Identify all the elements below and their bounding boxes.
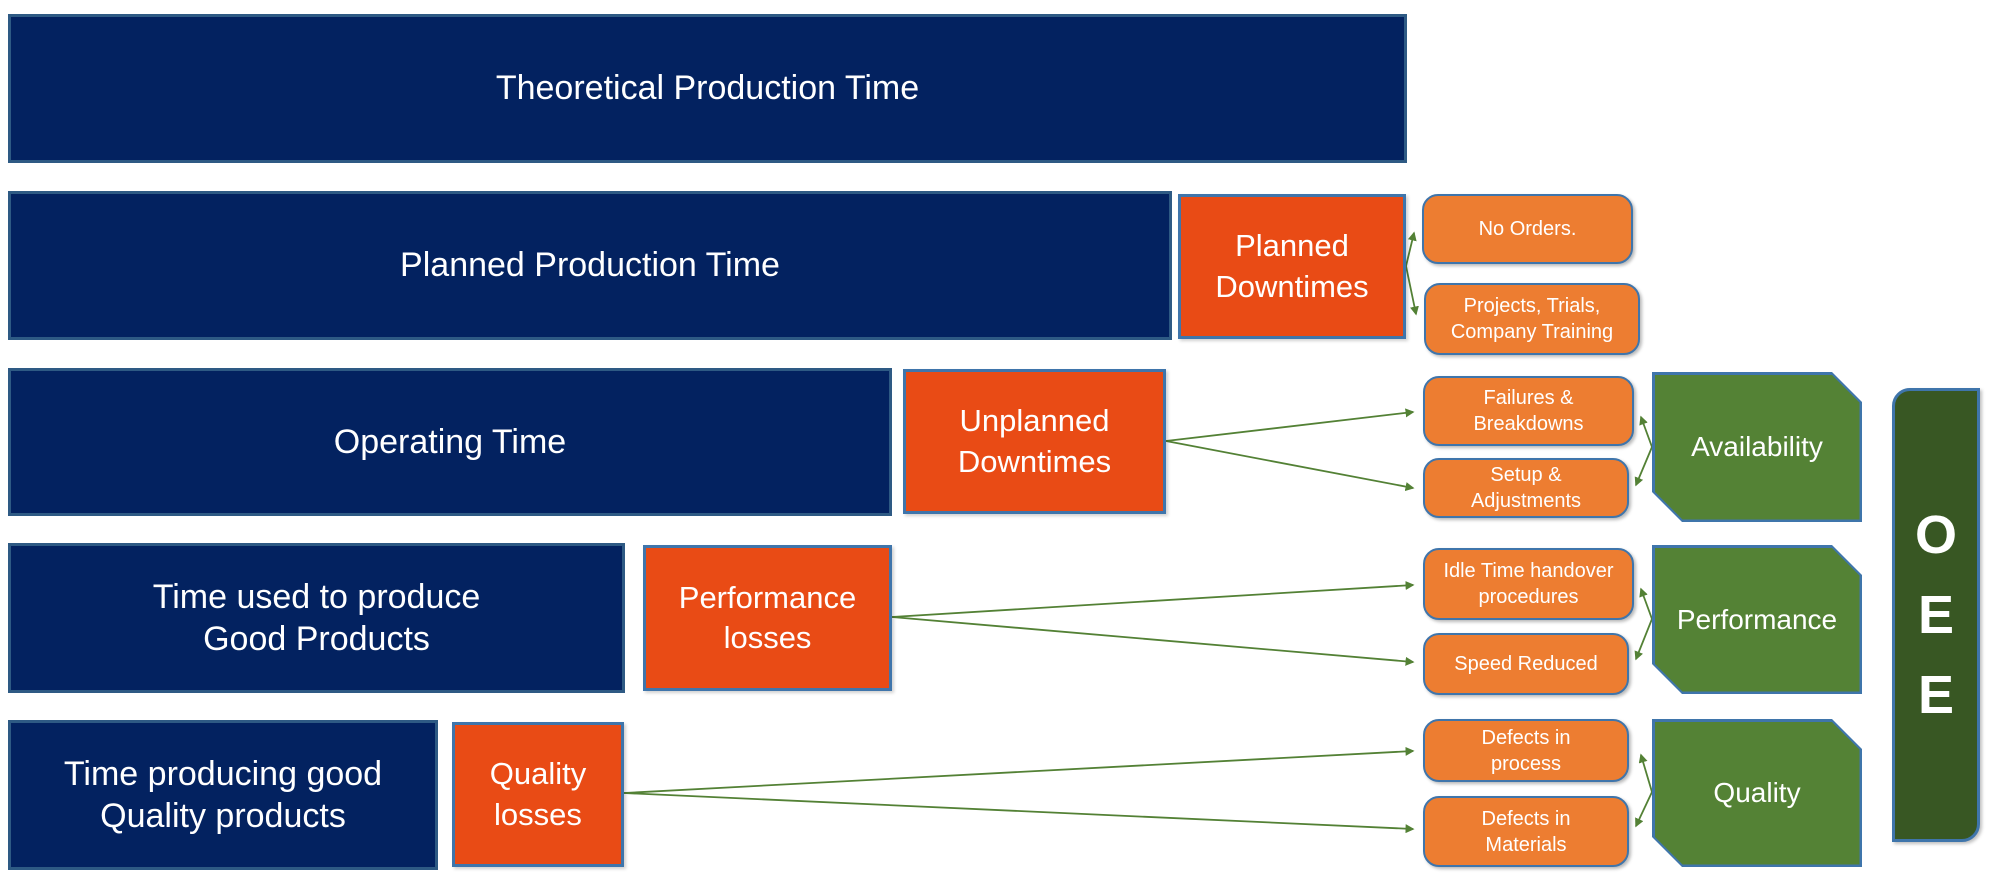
oee-box: O E E bbox=[1892, 388, 1980, 842]
cause-speed-reduced: Speed Reduced bbox=[1423, 633, 1629, 695]
cause-setup-adjustments: Setup & Adjustments bbox=[1423, 458, 1629, 518]
quality-losses-box: Quality losses bbox=[452, 722, 624, 867]
cause-projects-trials-training: Projects, Trials, Company Training bbox=[1424, 283, 1640, 355]
cause-label: Projects, Trials, Company Training bbox=[1450, 295, 1614, 343]
bar-operating-time: Operating Time bbox=[8, 368, 892, 516]
loss-label: Planned Downtimes bbox=[1215, 228, 1369, 304]
cause-defects-in-process: Defects in process bbox=[1423, 719, 1629, 782]
bar-label: Time producing good Quality products bbox=[63, 754, 383, 836]
metric-quality: Quality bbox=[1652, 719, 1862, 867]
cause-label: Setup & Adjustments bbox=[1470, 464, 1582, 512]
performance-losses-box: Performance losses bbox=[643, 545, 892, 691]
bar-theoretical-production-time: Theoretical Production Time bbox=[8, 14, 1407, 163]
loss-label: Unplanned Downtimes bbox=[957, 403, 1112, 479]
bar-label: Time used to produce Good Products bbox=[152, 577, 481, 659]
oee-letter: O bbox=[1914, 505, 1957, 565]
cause-failures-breakdowns: Failures & Breakdowns bbox=[1423, 376, 1634, 446]
metric-performance: Performance bbox=[1652, 545, 1862, 694]
bar-label: Planned Production Time bbox=[400, 246, 780, 285]
cause-label: Failures & Breakdowns bbox=[1473, 387, 1584, 435]
oee-letter: E bbox=[1917, 665, 1955, 725]
bar-time-producing-good-quality-products: Time producing good Quality products bbox=[8, 720, 438, 870]
unplanned-downtimes-box: Unplanned Downtimes bbox=[903, 369, 1166, 514]
cause-label: Idle Time handover procedures bbox=[1443, 560, 1614, 608]
loss-label: Performance losses bbox=[678, 579, 857, 655]
cause-label: No Orders. bbox=[1478, 218, 1577, 240]
metric-label: Availability bbox=[1691, 431, 1823, 462]
cause-label: Defects in Materials bbox=[1481, 807, 1571, 856]
cause-no-orders: No Orders. bbox=[1422, 194, 1633, 264]
planned-downtimes-box: Planned Downtimes bbox=[1178, 194, 1406, 339]
loss-label: Quality losses bbox=[489, 756, 587, 832]
oee-letter: E bbox=[1917, 585, 1955, 645]
bar-label: Theoretical Production Time bbox=[495, 69, 920, 108]
cause-idle-time-handover: Idle Time handover procedures bbox=[1423, 548, 1634, 620]
metric-label: Quality bbox=[1713, 777, 1801, 808]
bar-label: Operating Time bbox=[333, 422, 567, 461]
metric-availability: Availability bbox=[1652, 372, 1862, 522]
bar-planned-production-time: Planned Production Time bbox=[8, 191, 1172, 340]
metric-label: Performance bbox=[1676, 603, 1838, 635]
cause-label: Speed Reduced bbox=[1454, 653, 1598, 675]
bar-time-used-to-produce-good-products: Time used to produce Good Products bbox=[8, 543, 625, 693]
cause-defects-in-materials: Defects in Materials bbox=[1423, 796, 1629, 867]
cause-label: Defects in process bbox=[1481, 726, 1571, 775]
